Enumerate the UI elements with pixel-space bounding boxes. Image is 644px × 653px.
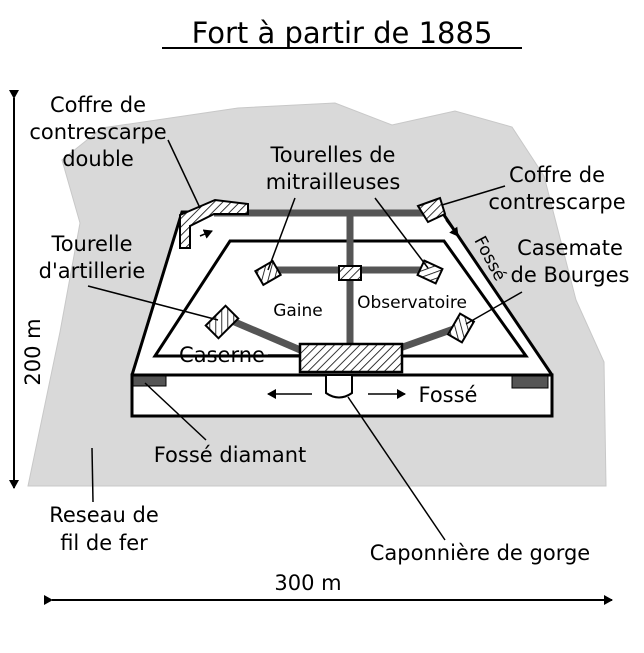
label-casemate-2: de Bourges	[511, 263, 630, 287]
dimension-height-label: 200 m	[21, 318, 45, 385]
label-caserne: Caserne	[179, 343, 265, 367]
label-coffre-double-3: double	[62, 147, 134, 171]
label-tourelle-art-1: Tourelle	[50, 232, 132, 256]
diagram-title: Fort à partir de 1885	[192, 16, 493, 50]
label-observatoire: Observatoire	[357, 293, 467, 313]
label-tourelle-art-2: d'artillerie	[39, 259, 146, 283]
leader-lines	[87, 139, 523, 541]
label-caponniere: Caponnière de gorge	[370, 541, 590, 565]
label-casemate-1: Casemate	[517, 236, 623, 260]
tourelle-artillerie	[204, 304, 240, 340]
fosse-diamant-right	[511, 375, 549, 389]
label-tourelles-mitr-2: mitrailleuses	[266, 170, 401, 194]
label-coffre-double-1: Coffre de	[50, 93, 146, 117]
label-coffre-1: Coffre de	[509, 163, 605, 187]
caserne	[298, 342, 404, 374]
label-coffre-double-2: contrescarpe	[29, 120, 166, 144]
fosse-diamant-left	[132, 375, 167, 387]
coffre-double-arrow	[199, 229, 213, 239]
label-fosse-front: Fossé	[419, 383, 478, 407]
label-reseau-2: fil de fer	[60, 531, 148, 555]
coffre-contrescarpe	[416, 196, 447, 224]
observatoire	[338, 265, 362, 281]
coffre-contrescarpe-double	[179, 198, 249, 249]
label-reseau-1: Reseau de	[49, 503, 159, 527]
dimension-width-label: 300 m	[274, 571, 341, 595]
tourelle-mitrailleuse-left	[253, 259, 283, 287]
label-gaine: Gaine	[273, 301, 323, 321]
fosse-side-arrow	[445, 219, 459, 237]
label-coffre-2: contrescarpe	[488, 190, 625, 214]
casemate-de-bourges	[446, 312, 476, 344]
tourelle-mitrailleuse-right	[416, 259, 444, 285]
caponniere-de-gorge	[325, 376, 353, 399]
label-fosse-diamant: Fossé diamant	[154, 443, 307, 467]
label-tourelles-mitr-1: Tourelles de	[270, 143, 396, 167]
